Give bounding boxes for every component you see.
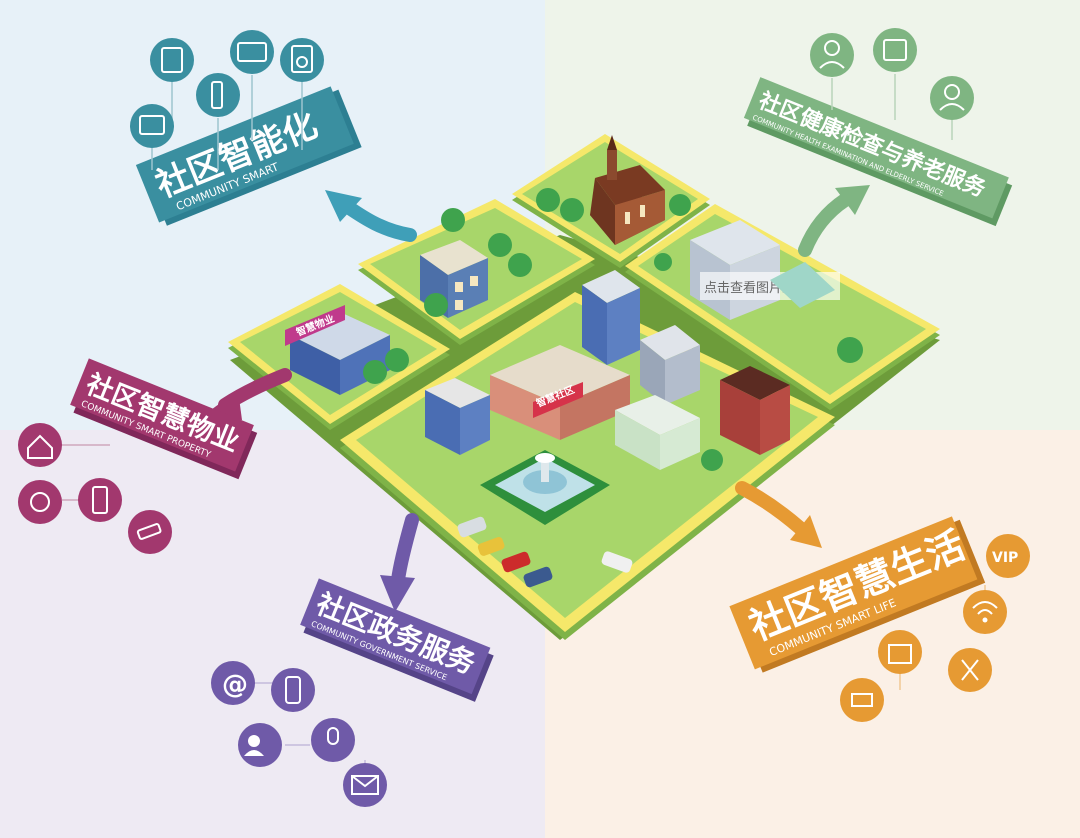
hospital-building: 点击查看图片来源 <box>654 220 863 363</box>
house-building <box>420 208 532 318</box>
door-lock-icon <box>196 73 240 117</box>
scissors-icon <box>948 648 992 692</box>
chat-people-icon <box>238 723 282 767</box>
vip-text: VIP <box>992 550 1018 566</box>
support-agent-icon <box>18 480 62 524</box>
church-building <box>536 135 691 245</box>
arrows <box>200 185 870 612</box>
mobile-phone-icon <box>78 478 122 522</box>
tablet-icon <box>150 38 194 82</box>
arrow-health <box>798 193 852 257</box>
arrow-life <box>735 481 807 535</box>
property-office-building: 智慧物业 <box>285 305 409 395</box>
brick-building <box>701 366 790 471</box>
nurse-icon <box>930 76 974 120</box>
phone-handset-icon <box>271 668 315 712</box>
office-towers <box>582 270 700 405</box>
label-life: 社区智慧生活 COMMUNITY SMART LIFE <box>729 516 986 673</box>
label-smart: 社区智能化 COMMUNITY SMART <box>135 86 362 226</box>
shop-building <box>615 395 700 470</box>
health-icons-lines <box>831 74 953 140</box>
home-icon <box>18 423 62 467</box>
shopping-bag-icon <box>878 630 922 674</box>
community-center-building: 智慧社区 <box>490 345 630 440</box>
microwave-icon <box>230 30 274 74</box>
fountain-plaza <box>480 450 610 525</box>
microphone-icon <box>311 718 355 762</box>
delivery-icon <box>840 678 884 722</box>
tv-icon <box>130 104 174 148</box>
mail-icon <box>343 763 387 807</box>
email-at-icon: @ <box>211 661 255 705</box>
wifi-icon <box>963 590 1007 634</box>
vip-icon: VIP <box>986 534 1030 578</box>
isometric-board: 智慧物业 点击查看图片来源 <box>228 134 940 640</box>
medical-kit-icon <box>873 28 917 72</box>
label-property: 社区智慧物业 COMMUNITY SMART PROPERTY <box>70 358 258 480</box>
security-camera-icon <box>128 510 172 554</box>
at-symbol: @ <box>222 670 248 700</box>
doctor-icon <box>810 33 854 77</box>
arrow-smart <box>338 198 417 242</box>
washing-machine-icon <box>280 38 324 82</box>
blue-shop-building <box>425 378 490 455</box>
arrow-gov <box>391 513 419 587</box>
parked-cars <box>457 516 633 588</box>
